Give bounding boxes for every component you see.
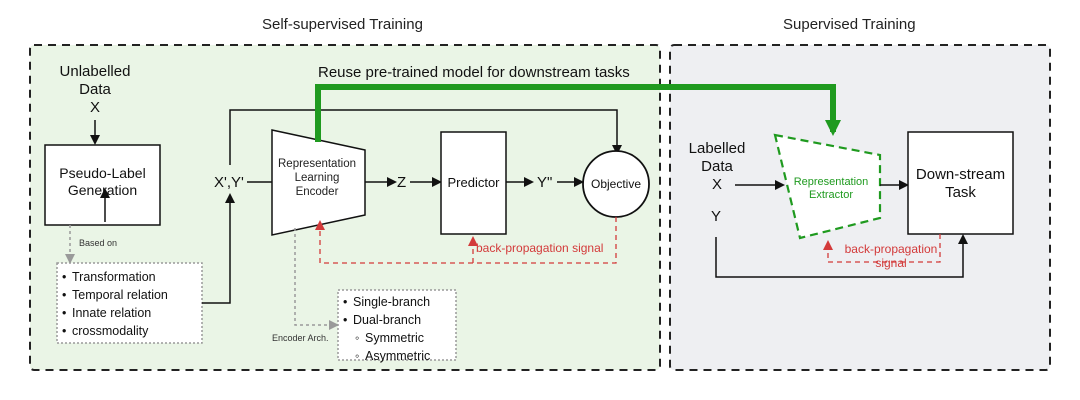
pseudo-methods-list: •Transformation •Temporal relation •Inna… — [62, 268, 168, 340]
objective-label: Objective — [590, 177, 642, 191]
methods-to-xy-line — [202, 193, 235, 304]
xy-prime-label: X',Y' — [214, 174, 244, 191]
arch-subitem: ◦Symmetric — [355, 331, 425, 345]
pseudo-label-line2: Generation — [67, 181, 138, 198]
arch-options-box — [337, 289, 457, 361]
reuse-label: Reuse pre-trained model for downstream t… — [318, 64, 630, 81]
downstream-box — [907, 131, 1014, 235]
xy-to-objective-line — [229, 109, 622, 165]
reuse-arrow — [315, 84, 841, 142]
extractor-shape — [773, 133, 882, 240]
labelled-y: Y — [711, 208, 722, 225]
backprop-left-line — [315, 217, 617, 264]
unlabelled-data-label: Unlabelled Data X — [58, 63, 132, 117]
downstream-line2: Task — [945, 184, 976, 201]
encoder-line2: Learning — [294, 171, 340, 184]
encoder-shape — [271, 129, 366, 236]
downstream-label: Down-stream Task — [908, 166, 1013, 202]
encoder-label: Representation Learning Encoder — [272, 158, 362, 199]
extractor-line1: Representation — [793, 176, 869, 188]
arch-item: •Single-branch — [343, 295, 431, 309]
supervised-title: Supervised Training — [783, 16, 916, 33]
pseudo-methods-box — [56, 262, 203, 344]
backprop-right-line1: back-propagation — [844, 242, 938, 256]
predictor-label: Predictor — [447, 175, 500, 190]
predictor-box — [440, 131, 507, 235]
backprop-right-line — [823, 234, 941, 263]
encoder-line1: Representation — [278, 158, 356, 170]
unlabelled-var: X — [89, 99, 100, 116]
extractor-line2: Extractor — [808, 189, 853, 202]
unlabelled-line1: Unlabelled — [59, 63, 131, 80]
pseudo-label-line1: Pseudo-Label — [59, 165, 146, 181]
arch-subitem: ◦Asymmetric — [355, 349, 431, 363]
backprop-right-line2: signal — [875, 256, 907, 271]
encoder-arch-label: Encoder Arch. — [272, 333, 329, 343]
labelled-line1: Labelled — [688, 140, 746, 157]
extractor-label: Representation Extractor — [785, 176, 877, 202]
encoder-line3: Encoder — [295, 185, 339, 198]
method-item: •Temporal relation — [62, 288, 168, 302]
pseudo-label-title: Pseudo-Label Generation — [45, 165, 160, 199]
method-item: •Transformation — [62, 270, 156, 284]
method-item: •Innate relation — [62, 306, 152, 320]
labelled-x: X — [711, 176, 722, 193]
downstream-line1: Down-stream — [915, 166, 1006, 183]
backprop-right-label: back-propagation signal — [832, 242, 950, 271]
pseudo-label-box — [44, 144, 161, 226]
backprop-left-label: back-propagation signal — [476, 241, 604, 255]
labelled-line2: Data — [701, 158, 733, 175]
based-on-label: Based on — [79, 238, 118, 248]
encoder-arch-dotted-arrow — [294, 228, 339, 330]
labelled-data-label: Labelled Data X — [686, 140, 748, 194]
arch-options-list: •Single-branch •Dual-branch ◦Symmetric ◦… — [343, 293, 430, 365]
y-to-downstream-line — [715, 234, 968, 278]
y-double-label: Y" — [537, 174, 553, 191]
self-supervised-title: Self-supervised Training — [262, 16, 423, 33]
arch-item: •Dual-branch — [343, 313, 422, 327]
unlabelled-line2: Data — [79, 81, 111, 98]
z-label: Z — [397, 174, 407, 191]
method-item: •crossmodality — [62, 324, 149, 338]
